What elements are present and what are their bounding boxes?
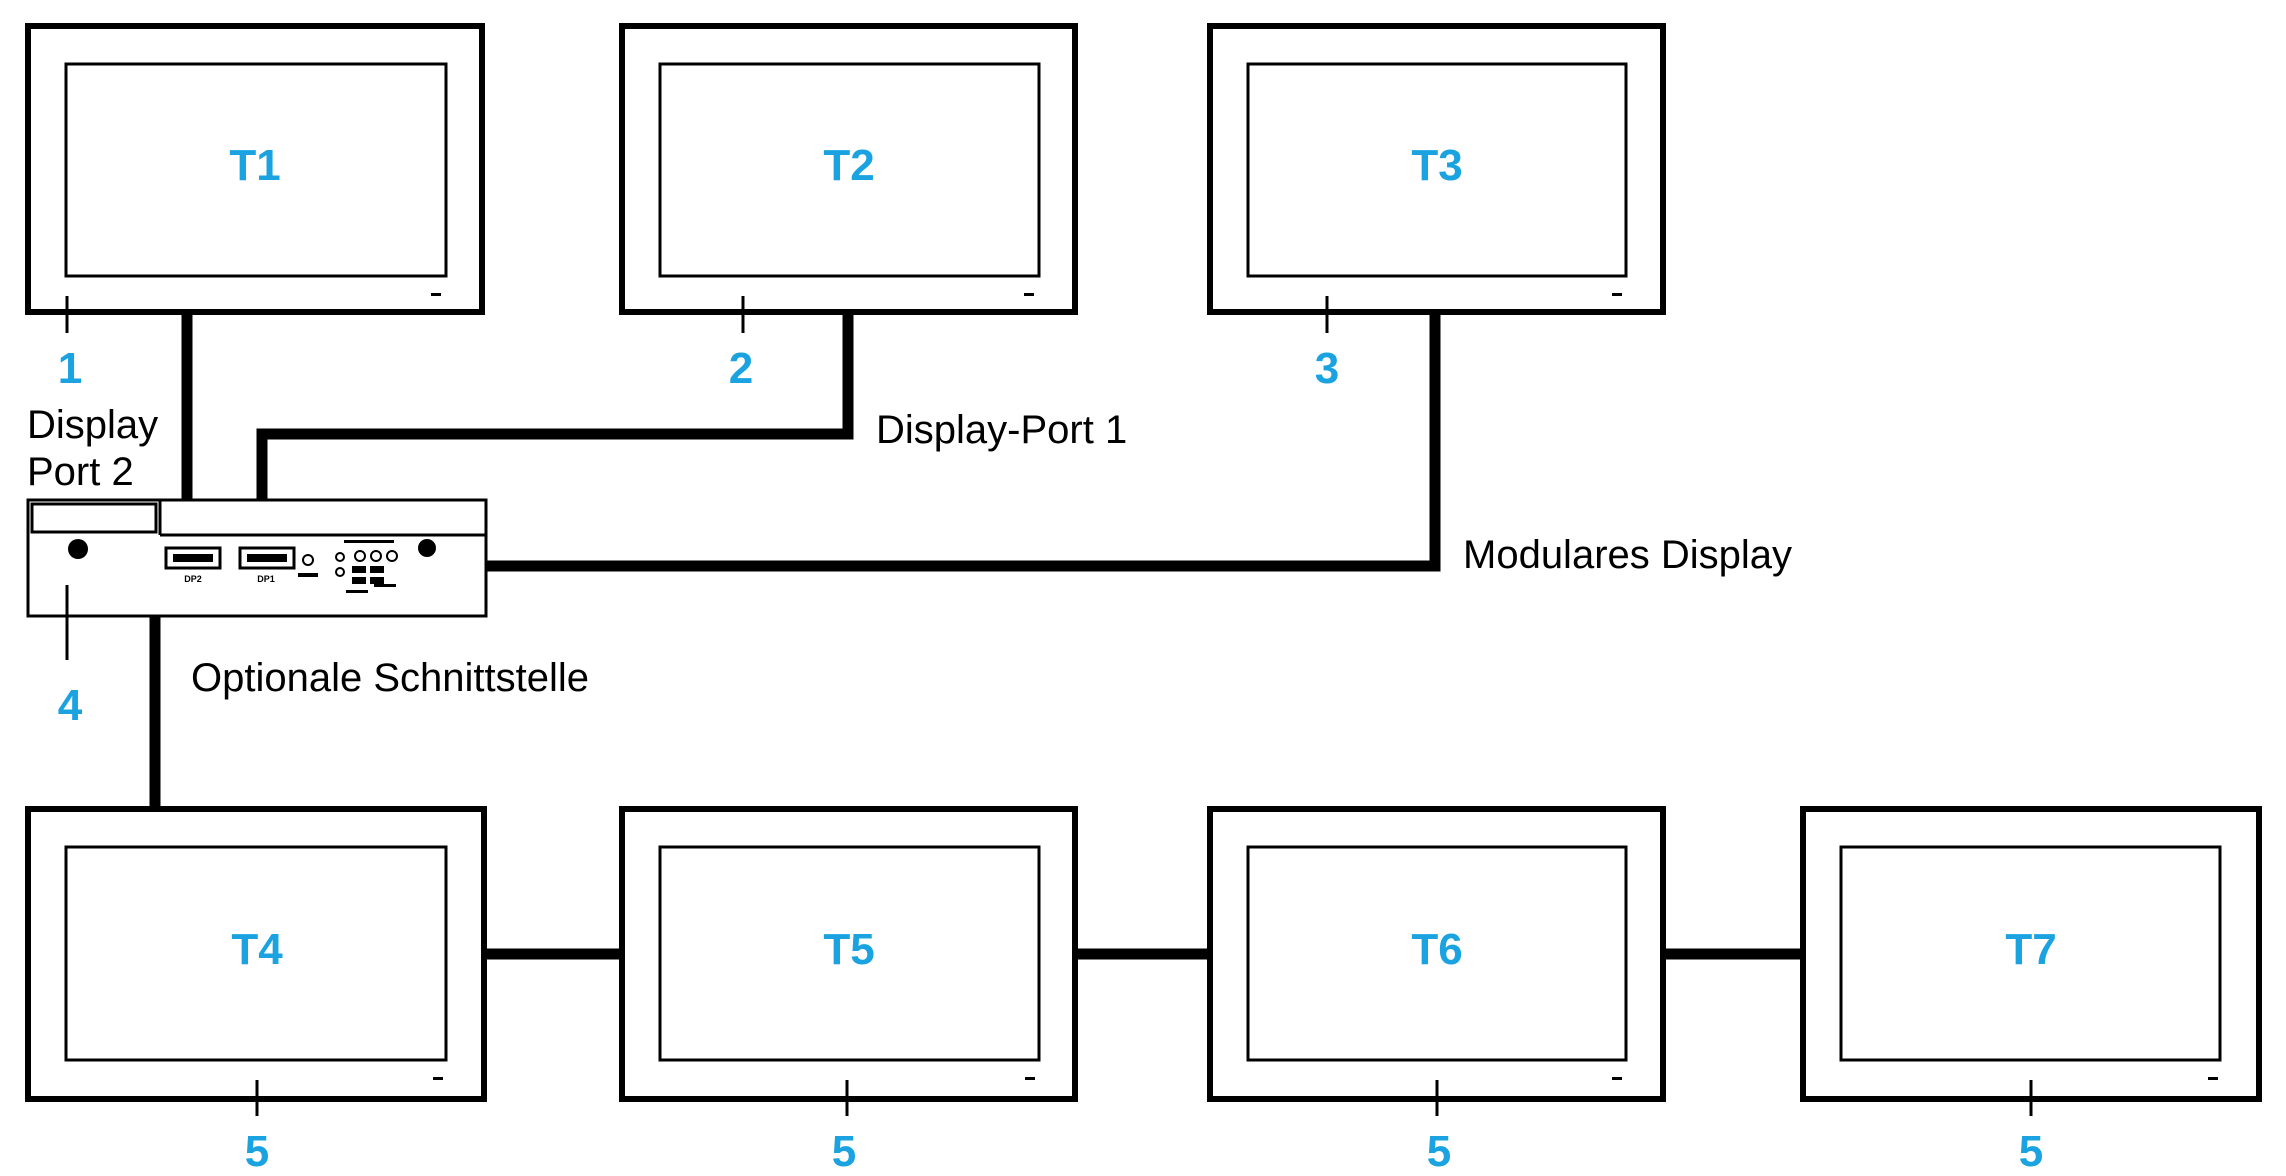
callout-5-t6: 5 — [1427, 1127, 1451, 1176]
reset-button-icon — [418, 539, 436, 557]
optional-interface-label: Optionale Schnittstelle — [191, 656, 589, 700]
callout-4: 4 — [58, 681, 83, 730]
dp1-port-icon: DP1 — [238, 546, 296, 584]
callout-5-t4: 5 — [245, 1127, 269, 1176]
monitor-label: T6 — [1411, 925, 1462, 974]
monitor-t3: T3 — [1207, 23, 1666, 315]
cable-t3-modular — [487, 312, 1441, 572]
display-port-2-line2: Port 2 — [27, 450, 134, 494]
monitor-label: T1 — [229, 141, 280, 190]
display-port-2-line1: Display — [27, 403, 158, 447]
monitor-label: T7 — [2005, 925, 2056, 974]
monitor-t4: T4 — [25, 806, 487, 1102]
monitor-label: T5 — [823, 925, 874, 974]
status-leds-icon — [298, 540, 398, 593]
dp2-port-icon: DP2 — [164, 546, 222, 584]
callout-5-t7: 5 — [2019, 1127, 2043, 1176]
monitor-label: T2 — [823, 141, 874, 190]
monitor-t6: T6 — [1207, 806, 1666, 1102]
dp2-port-label: DP2 — [184, 574, 202, 584]
callout-leaders — [65, 296, 2033, 1116]
callout-3: 3 — [1315, 344, 1339, 393]
controller-box: DP2 DP1 — [26, 498, 488, 618]
cable-t2-dp1 — [256, 312, 854, 552]
callout-2: 2 — [729, 344, 753, 393]
callout-1: 1 — [58, 344, 82, 393]
power-button-icon — [68, 539, 88, 559]
monitor-t2: T2 — [619, 23, 1078, 315]
display-port-1-label: Display-Port 1 — [876, 408, 1127, 452]
callout-5-t5: 5 — [832, 1127, 856, 1176]
dp1-port-label: DP1 — [257, 574, 275, 584]
cables — [149, 312, 1803, 960]
monitor-label: T3 — [1411, 141, 1462, 190]
monitor-t5: T5 — [619, 806, 1078, 1102]
modular-display-label: Modulares Display — [1463, 533, 1792, 577]
monitor-t7: T7 — [1800, 806, 2262, 1102]
monitor-t1: T1 — [25, 23, 485, 315]
monitor-label: T4 — [231, 925, 283, 974]
